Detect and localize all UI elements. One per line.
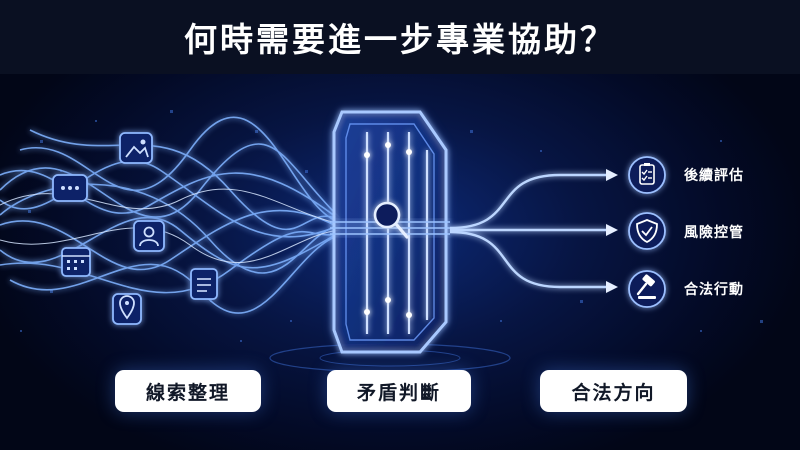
title-bar: 何時需要進一步專業協助？	[0, 0, 800, 74]
filter-panel	[330, 110, 450, 354]
output-arrows	[449, 173, 608, 289]
clipboard-check-icon	[628, 156, 666, 194]
chat-bubble-icon	[52, 174, 88, 202]
output-label-legal-action: 合法行動	[684, 282, 744, 298]
location-pin-icon	[112, 293, 142, 325]
tangled-data-lines	[0, 116, 341, 314]
calendar-icon	[61, 247, 91, 277]
magnifier-icon	[373, 201, 409, 239]
contradiction-judgment-pill: 矛盾判斷	[327, 370, 471, 412]
clue-organizing-pill: 線索整理	[115, 370, 261, 412]
output-label-evaluation: 後續評估	[684, 168, 744, 184]
user-icon	[133, 220, 165, 252]
legal-direction-pill: 合法方向	[540, 370, 687, 412]
arrow-heads	[606, 169, 618, 293]
image-icon	[119, 132, 153, 164]
shield-check-icon	[628, 212, 666, 250]
document-icon	[190, 268, 218, 300]
gavel-icon	[628, 270, 666, 308]
page-title: 何時需要進一步專業協助？	[184, 20, 616, 59]
output-label-risk-control: 風險控管	[684, 225, 744, 241]
